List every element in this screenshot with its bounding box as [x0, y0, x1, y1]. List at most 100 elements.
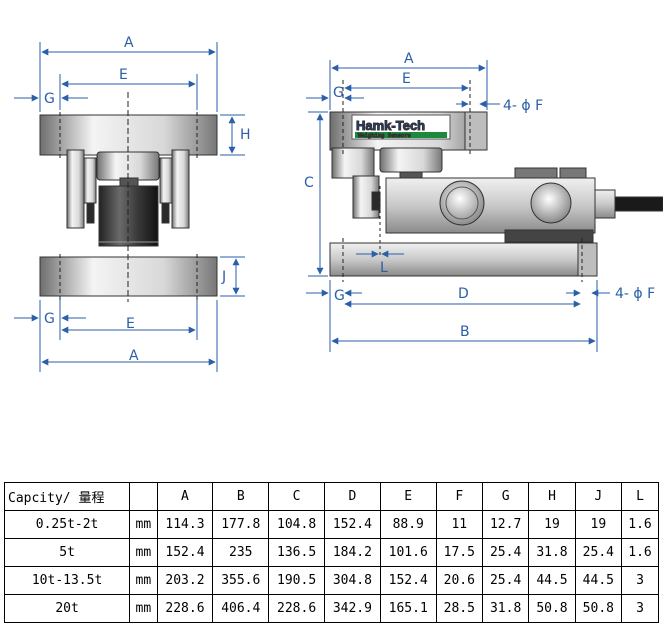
table-cell: 28.5: [435, 594, 483, 623]
front-dimensions: [14, 42, 245, 372]
front-right-leg: [171, 149, 190, 229]
front-label-j: J: [221, 269, 226, 285]
table-cell: 31.8: [528, 538, 576, 567]
table-cell: 342.9: [324, 594, 381, 623]
side-label-hole-bottom: 4- ϕ F: [615, 286, 655, 302]
table-cell: 104.8: [268, 510, 325, 539]
table-cell: 0.25t-2t: [3, 510, 131, 539]
side-label-e: E: [402, 71, 411, 87]
table-cell: 136.5: [268, 538, 325, 567]
side-label-l: L: [380, 260, 388, 276]
table-row: 0.25t-2t mm 114.3 177.8 104.8 152.4 88.9…: [3, 510, 659, 539]
side-dimension-labels: A E G 4- ϕ F C L G D 4- ϕ F B: [304, 51, 655, 340]
table-cell: 17.5: [435, 538, 483, 567]
table-cell: mm: [129, 566, 158, 595]
side-label-a: A: [404, 51, 414, 67]
dimension-table: Capcity/ 量程 A B C D E F G H J L 0.25t-2t…: [3, 482, 659, 623]
table-cell: 50.8: [574, 594, 623, 623]
table-cell: 114.3: [156, 510, 214, 539]
header-f: F: [435, 482, 483, 511]
table-cell: 1.6: [621, 538, 659, 567]
side-dark-base: [504, 229, 594, 243]
cable-gland: [594, 189, 616, 219]
table-cell: 20.6: [435, 566, 483, 595]
table-cell: 25.4: [481, 566, 530, 595]
header-a: A: [156, 482, 214, 511]
side-view: Hamk-Tech Weighing Sensors: [329, 80, 663, 282]
table-cell: 25.4: [481, 538, 530, 567]
front-view: [39, 92, 218, 302]
table-cell: 25.4: [574, 538, 623, 567]
side-bottom-plate: [329, 242, 598, 277]
front-left-bolt: [86, 202, 95, 224]
brand-name: Hamk-Tech: [356, 118, 425, 133]
header-c: C: [268, 482, 325, 511]
table-row: 5t mm 152.4 235 136.5 184.2 101.6 17.5 2…: [3, 538, 659, 567]
header-unit: [129, 482, 158, 511]
table-header-row: Capcity/ 量程 A B C D E F G H J L: [3, 482, 659, 511]
table-cell: 184.2: [324, 538, 381, 567]
cable: [614, 196, 663, 212]
table-cell: 50.8: [528, 594, 576, 623]
table-cell: 3: [621, 594, 659, 623]
side-support-leg: [331, 147, 375, 179]
front-left-leg: [66, 149, 85, 229]
front-dimension-labels: A E G H J G E A: [44, 35, 251, 364]
table-cell: 355.6: [212, 566, 270, 595]
table-cell: 235: [212, 538, 270, 567]
side-label-hole-top: 4- ϕ F: [503, 98, 543, 114]
table-cell: 177.8: [212, 510, 270, 539]
table-cell: 228.6: [156, 594, 214, 623]
header-d: D: [324, 482, 381, 511]
table-cell: 20t: [3, 594, 131, 623]
table-cell: 203.2: [156, 566, 214, 595]
table-cell: 19: [528, 510, 576, 539]
table-cell: 165.1: [379, 594, 437, 623]
front-label-h: H: [240, 127, 251, 143]
header-capacity: Capcity/ 量程: [3, 482, 131, 511]
front-label-a-top: A: [124, 35, 134, 51]
front-label-a-bottom: A: [129, 348, 139, 364]
table-cell: 406.4: [212, 594, 270, 623]
side-front-disc: [439, 180, 485, 226]
side-label-g-top: G: [333, 85, 344, 101]
table-cell: 31.8: [481, 594, 530, 623]
table-cell: 10t-13.5t: [3, 566, 131, 595]
table-cell: mm: [129, 594, 158, 623]
table-cell: 1.6: [621, 510, 659, 539]
header-j: J: [574, 482, 623, 511]
side-label-g-bottom: G: [334, 288, 345, 304]
front-label-g-top: G: [44, 91, 55, 107]
front-right-bolt: [161, 202, 170, 224]
side-top-cylinder: [379, 147, 443, 173]
table-cell: 152.4: [379, 566, 437, 595]
table-cell: mm: [129, 538, 158, 567]
table-cell: 304.8: [324, 566, 381, 595]
table-cell: 88.9: [379, 510, 437, 539]
side-rear-disc: [530, 182, 572, 224]
front-label-e-bottom: E: [126, 316, 135, 332]
side-label-c: C: [304, 175, 314, 191]
header-l: L: [621, 482, 659, 511]
front-label-e-top: E: [119, 67, 128, 83]
table-cell: 44.5: [574, 566, 623, 595]
table-cell: 228.6: [268, 594, 325, 623]
dimension-drawing: A E G H J G E A Hamk-Tech Weighing Senso…: [14, 35, 663, 372]
header-g: G: [481, 482, 530, 511]
table-cell: 12.7: [481, 510, 530, 539]
table-cell: 11: [435, 510, 483, 539]
side-label-d: D: [458, 286, 469, 302]
brand-tagline: Weighing Sensors: [358, 133, 411, 139]
table-row: 20t mm 228.6 406.4 228.6 342.9 165.1 28.…: [3, 594, 659, 623]
table-row: 10t-13.5t mm 203.2 355.6 190.5 304.8 152…: [3, 566, 659, 595]
table-cell: 101.6: [379, 538, 437, 567]
table-cell: 44.5: [528, 566, 576, 595]
front-label-g-bottom: G: [44, 311, 55, 327]
table-cell: 152.4: [156, 538, 214, 567]
side-dimensions: [306, 60, 610, 352]
side-label-b: B: [460, 324, 470, 340]
table-cell: 152.4: [324, 510, 381, 539]
header-h: H: [528, 482, 576, 511]
table-cell: 190.5: [268, 566, 325, 595]
table-cell: 3: [621, 566, 659, 595]
